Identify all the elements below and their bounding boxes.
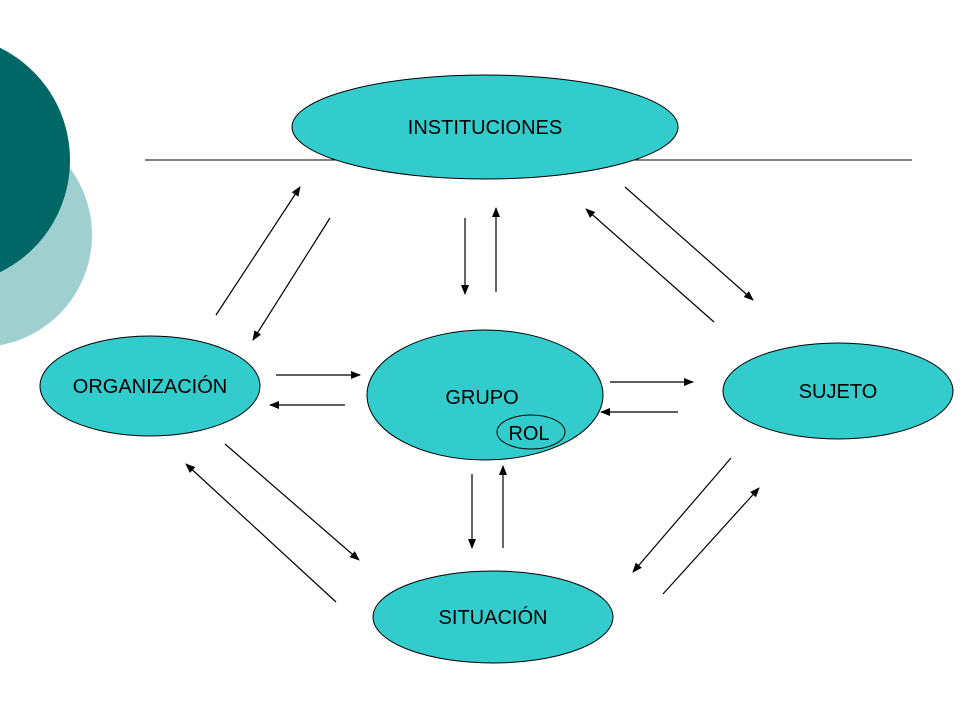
deco-circle-dark	[0, 47, 70, 273]
arrow-sujeto-to-situacion	[632, 457, 732, 573]
arrow-instituciones-to-organizacion	[252, 217, 331, 341]
arrow-sujeto-to-instituciones	[585, 208, 715, 323]
node-situacion[interactable]: SITUACIÓN	[372, 570, 614, 664]
arrow-organizacion-to-situacion	[224, 443, 360, 561]
node-grupo-label: GRUPO	[445, 387, 518, 409]
node-instituciones-label: INSTITUCIONES	[408, 117, 562, 139]
node-situacion-shape	[372, 570, 614, 664]
node-rol[interactable]: ROL	[496, 414, 566, 450]
node-organizacion[interactable]: ORGANIZACIÓN	[39, 335, 261, 437]
node-situacion-label: SITUACIÓN	[439, 606, 548, 629]
arrow-instituciones-to-sujeto	[624, 186, 754, 301]
node-grupo[interactable]: GRUPO	[366, 329, 604, 461]
node-sujeto[interactable]: SUJETO	[722, 342, 954, 440]
decorative-circles	[0, 47, 92, 346]
node-sujeto-label: SUJETO	[799, 381, 878, 403]
node-instituciones[interactable]: INSTITUCIONES	[291, 74, 679, 180]
arrow-situacion-to-sujeto	[662, 487, 760, 595]
arrow-situacion-to-organizacion	[185, 463, 337, 603]
arrows	[185, 186, 760, 603]
node-rol-shape	[496, 414, 566, 450]
node-organizacion-shape	[39, 335, 261, 437]
arrow-organizacion-to-instituciones	[215, 186, 301, 316]
node-rol-label: ROL	[508, 423, 549, 445]
node-sujeto-shape	[722, 342, 954, 440]
node-organizacion-label: ORGANIZACIÓN	[73, 375, 227, 398]
node-instituciones-shape	[291, 74, 679, 180]
